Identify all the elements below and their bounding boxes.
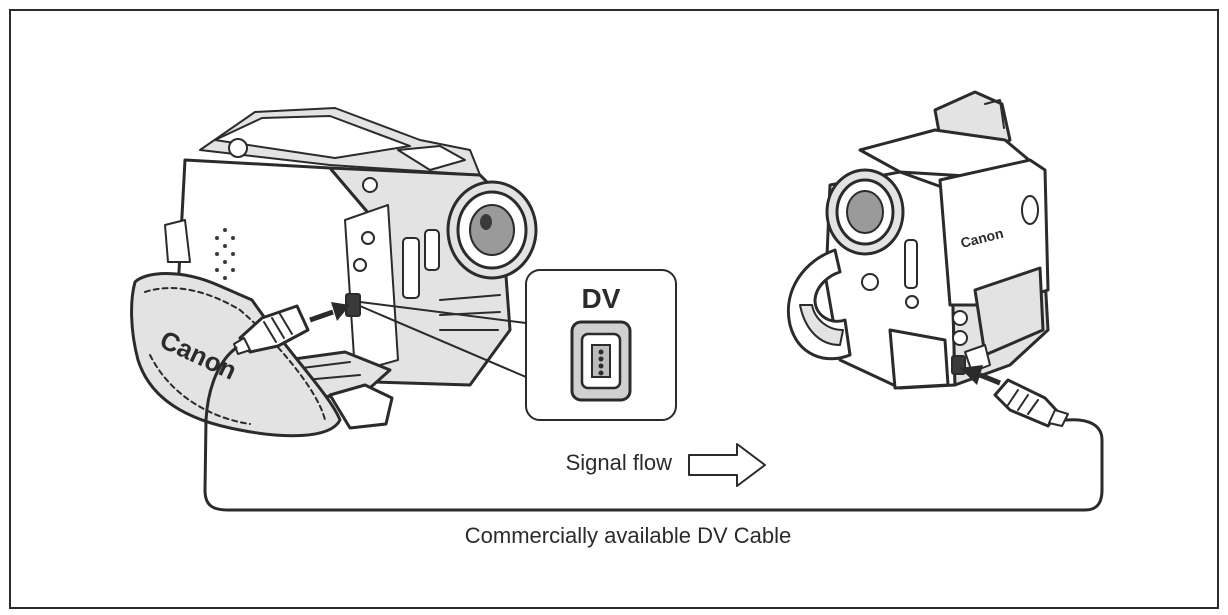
speaker-grille xyxy=(215,228,235,280)
right-side-slot xyxy=(904,239,918,289)
dv-port-callout: DV xyxy=(525,269,677,421)
callout-pointer xyxy=(359,301,527,378)
dv-cable xyxy=(203,346,1104,512)
dv-port-label: DV xyxy=(582,283,621,314)
right-dv-plug xyxy=(993,378,1069,428)
cable-label: Commercially available DV Cable xyxy=(465,523,791,548)
signal-flow-label: Signal flow xyxy=(566,450,673,475)
right-insert-arrow xyxy=(960,365,1001,386)
right-dv-port xyxy=(951,355,966,375)
right-battery xyxy=(973,266,1045,357)
signal-flow-arrow xyxy=(688,443,766,487)
right-camcorder: Canon xyxy=(787,90,1050,390)
left-camcorder: Canon xyxy=(130,107,538,438)
right-lcd-panel xyxy=(938,158,1050,307)
left-dv-plug xyxy=(233,304,310,355)
left-side-slot-2 xyxy=(424,229,440,271)
left-insert-arrow xyxy=(309,302,350,323)
hand-strap xyxy=(130,272,342,438)
left-side-slot-1 xyxy=(402,237,420,299)
